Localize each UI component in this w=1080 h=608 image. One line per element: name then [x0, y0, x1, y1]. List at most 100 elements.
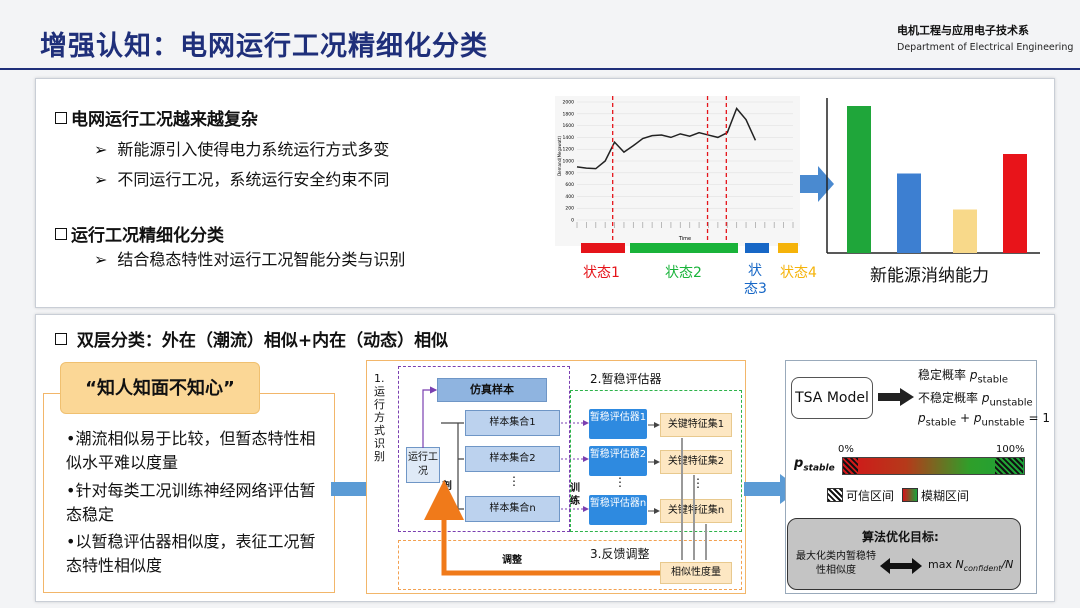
point-2: •针对每类工况训练神经网络评估暂态稳定: [66, 481, 316, 524]
line-chart-xtick: [661, 222, 662, 228]
evaluator-ellipsis: ⋮: [614, 475, 626, 489]
stage3-dashed-box: [398, 540, 742, 590]
tsa-output-arrow-icon: [878, 388, 914, 406]
state3-label-line2: 态3: [744, 281, 767, 297]
line-chart-xtick: [689, 222, 691, 228]
state2-color-bar: [630, 243, 738, 253]
similarity-measure-box: 相似性度量: [660, 562, 732, 584]
tsa-model-box: TSA Model: [791, 377, 873, 419]
line-chart-xtick: [632, 222, 634, 228]
optimization-formula: max Nconfident/N: [928, 558, 1014, 574]
line-chart-xtick: [717, 222, 719, 228]
line-chart-ytick: 200: [565, 206, 574, 212]
stage2-title: 2.暂稳评估器: [590, 372, 662, 386]
page-title: 增强认知：电网运行工况精细化分类: [40, 31, 488, 62]
line-chart-background: [555, 96, 800, 246]
simulation-sample-box: 仿真样本: [437, 378, 547, 402]
state4-label: 状态4: [780, 265, 817, 281]
quote-text: “知人知面不知心”: [85, 378, 235, 399]
stage1-title: 1.运行方式识别: [374, 372, 385, 463]
line-chart-ytick: 1600: [563, 123, 575, 129]
line-chart-xtick: [642, 222, 644, 228]
stable-probability: 稳定概率 pstable: [918, 368, 1009, 386]
line-chart-xtick: [764, 222, 766, 228]
line-chart-xtick: [792, 222, 794, 228]
line-chart-xtick: [783, 222, 785, 228]
line-chart-xtick: [670, 222, 672, 228]
chart-arrow-icon: [800, 166, 834, 202]
line-chart-xtick: [623, 222, 625, 228]
feature-set-2: 关键特征集2: [660, 450, 732, 474]
square-bullet-icon: [55, 228, 67, 240]
adjust-label: 调整: [502, 555, 522, 566]
operating-condition-box: 运行工况: [406, 447, 440, 483]
point-1: •潮流相似易于比较，但暂态特性相似水平难以度量: [66, 429, 316, 472]
line-chart-xtick: [708, 222, 709, 228]
training-label: 训练: [570, 483, 580, 507]
optimization-box: [787, 518, 1021, 590]
line-chart-ytick: 1400: [563, 135, 575, 141]
confident-hatch-right: [995, 458, 1023, 474]
bullet-1: ➢新能源引入使得电力系统运行方式多变: [94, 140, 390, 159]
line-chart-ytick: 800: [565, 170, 574, 176]
square-bullet-icon: [55, 333, 67, 345]
pct-hundred: 100%: [996, 444, 1025, 455]
line-chart-xtick: [736, 222, 738, 228]
evaluator-2: 暂稳评估器2: [589, 446, 647, 476]
line-chart-xtick: [585, 222, 587, 228]
line-chart-xlabel: Time: [678, 236, 691, 242]
probability-gradient-bar: [842, 457, 1025, 475]
optimization-title: 算法优化目标:: [862, 530, 939, 544]
line-chart-xtick: [726, 222, 728, 228]
header-divider: [0, 68, 1080, 70]
line-chart-xtick: [604, 222, 606, 228]
capacity-bar-3: [953, 209, 977, 253]
confident-legend-label: 可信区间: [846, 489, 895, 503]
bar-chart-caption: 新能源消纳能力: [870, 266, 989, 286]
department-name-cn: 电机工程与应用电子技术系: [897, 24, 1029, 37]
optimization-left-text: 最大化类内暂稳特性相似度: [796, 551, 876, 576]
sample-set-2: 样本集合2: [465, 446, 560, 472]
bullet-2: ➢不同运行工况，系统运行安全约束不同: [94, 170, 390, 189]
line-chart-ytick: 400: [565, 194, 574, 200]
line-chart-ytick: 1000: [563, 159, 575, 165]
square-bullet-icon: [55, 112, 67, 124]
fuzzy-legend-label: 模糊区间: [921, 489, 970, 503]
line-chart-ylabel: Demand(Megawatt): [557, 136, 562, 176]
state3-color-bar: [745, 243, 769, 253]
probability-sum-equation: pstable + punstable = 1: [918, 411, 1051, 429]
partition-bracket: [441, 422, 464, 510]
sample-set-1: 样本集合1: [465, 410, 560, 436]
arrow-bullet-icon: ➢: [94, 250, 108, 269]
feature-set-1: 关键特征集1: [660, 413, 732, 437]
line-chart-xtick: [755, 222, 756, 228]
evaluator-n: 暂稳评估器n: [589, 495, 647, 525]
stage1-dashed-box: [398, 366, 570, 532]
stage3-title: 3.反馈调整: [590, 547, 650, 561]
feature-set-n: 关键特征集n: [660, 499, 732, 523]
unstable-probability: 不稳定概率 punstable: [918, 391, 1033, 409]
arrow-bullet-icon: ➢: [94, 170, 108, 189]
pstable-axis-label: pstable: [794, 456, 835, 474]
quote-box: [60, 362, 260, 414]
line-chart-xtick: [679, 222, 681, 228]
state1-label: 状态1: [583, 265, 620, 281]
line-chart-ytick: 2000: [563, 100, 575, 106]
capacity-bar-4: [1003, 154, 1027, 253]
evaluator-1: 暂稳评估器1: [589, 409, 647, 439]
stage2-dashed-box: [570, 390, 742, 532]
line-chart-xtick: [614, 222, 615, 228]
state4-color-bar: [778, 243, 798, 253]
line-chart-xtick: [595, 222, 597, 228]
bullet-3: ➢结合稳态特性对运行工况智能分类与识别: [94, 250, 406, 269]
sample-set-ellipsis: ⋮: [508, 474, 520, 488]
confident-legend-swatch: [827, 488, 843, 502]
fuzzy-legend-swatch: [902, 488, 918, 502]
department-name-en: Department of Electrical Engineering: [897, 42, 1074, 53]
capacity-bar-2: [897, 173, 921, 253]
line-chart-xtick: [698, 222, 700, 228]
line-chart-xtick: [773, 222, 775, 228]
double-arrow-icon: [880, 558, 922, 574]
arrow-bullet-icon: ➢: [94, 140, 108, 159]
